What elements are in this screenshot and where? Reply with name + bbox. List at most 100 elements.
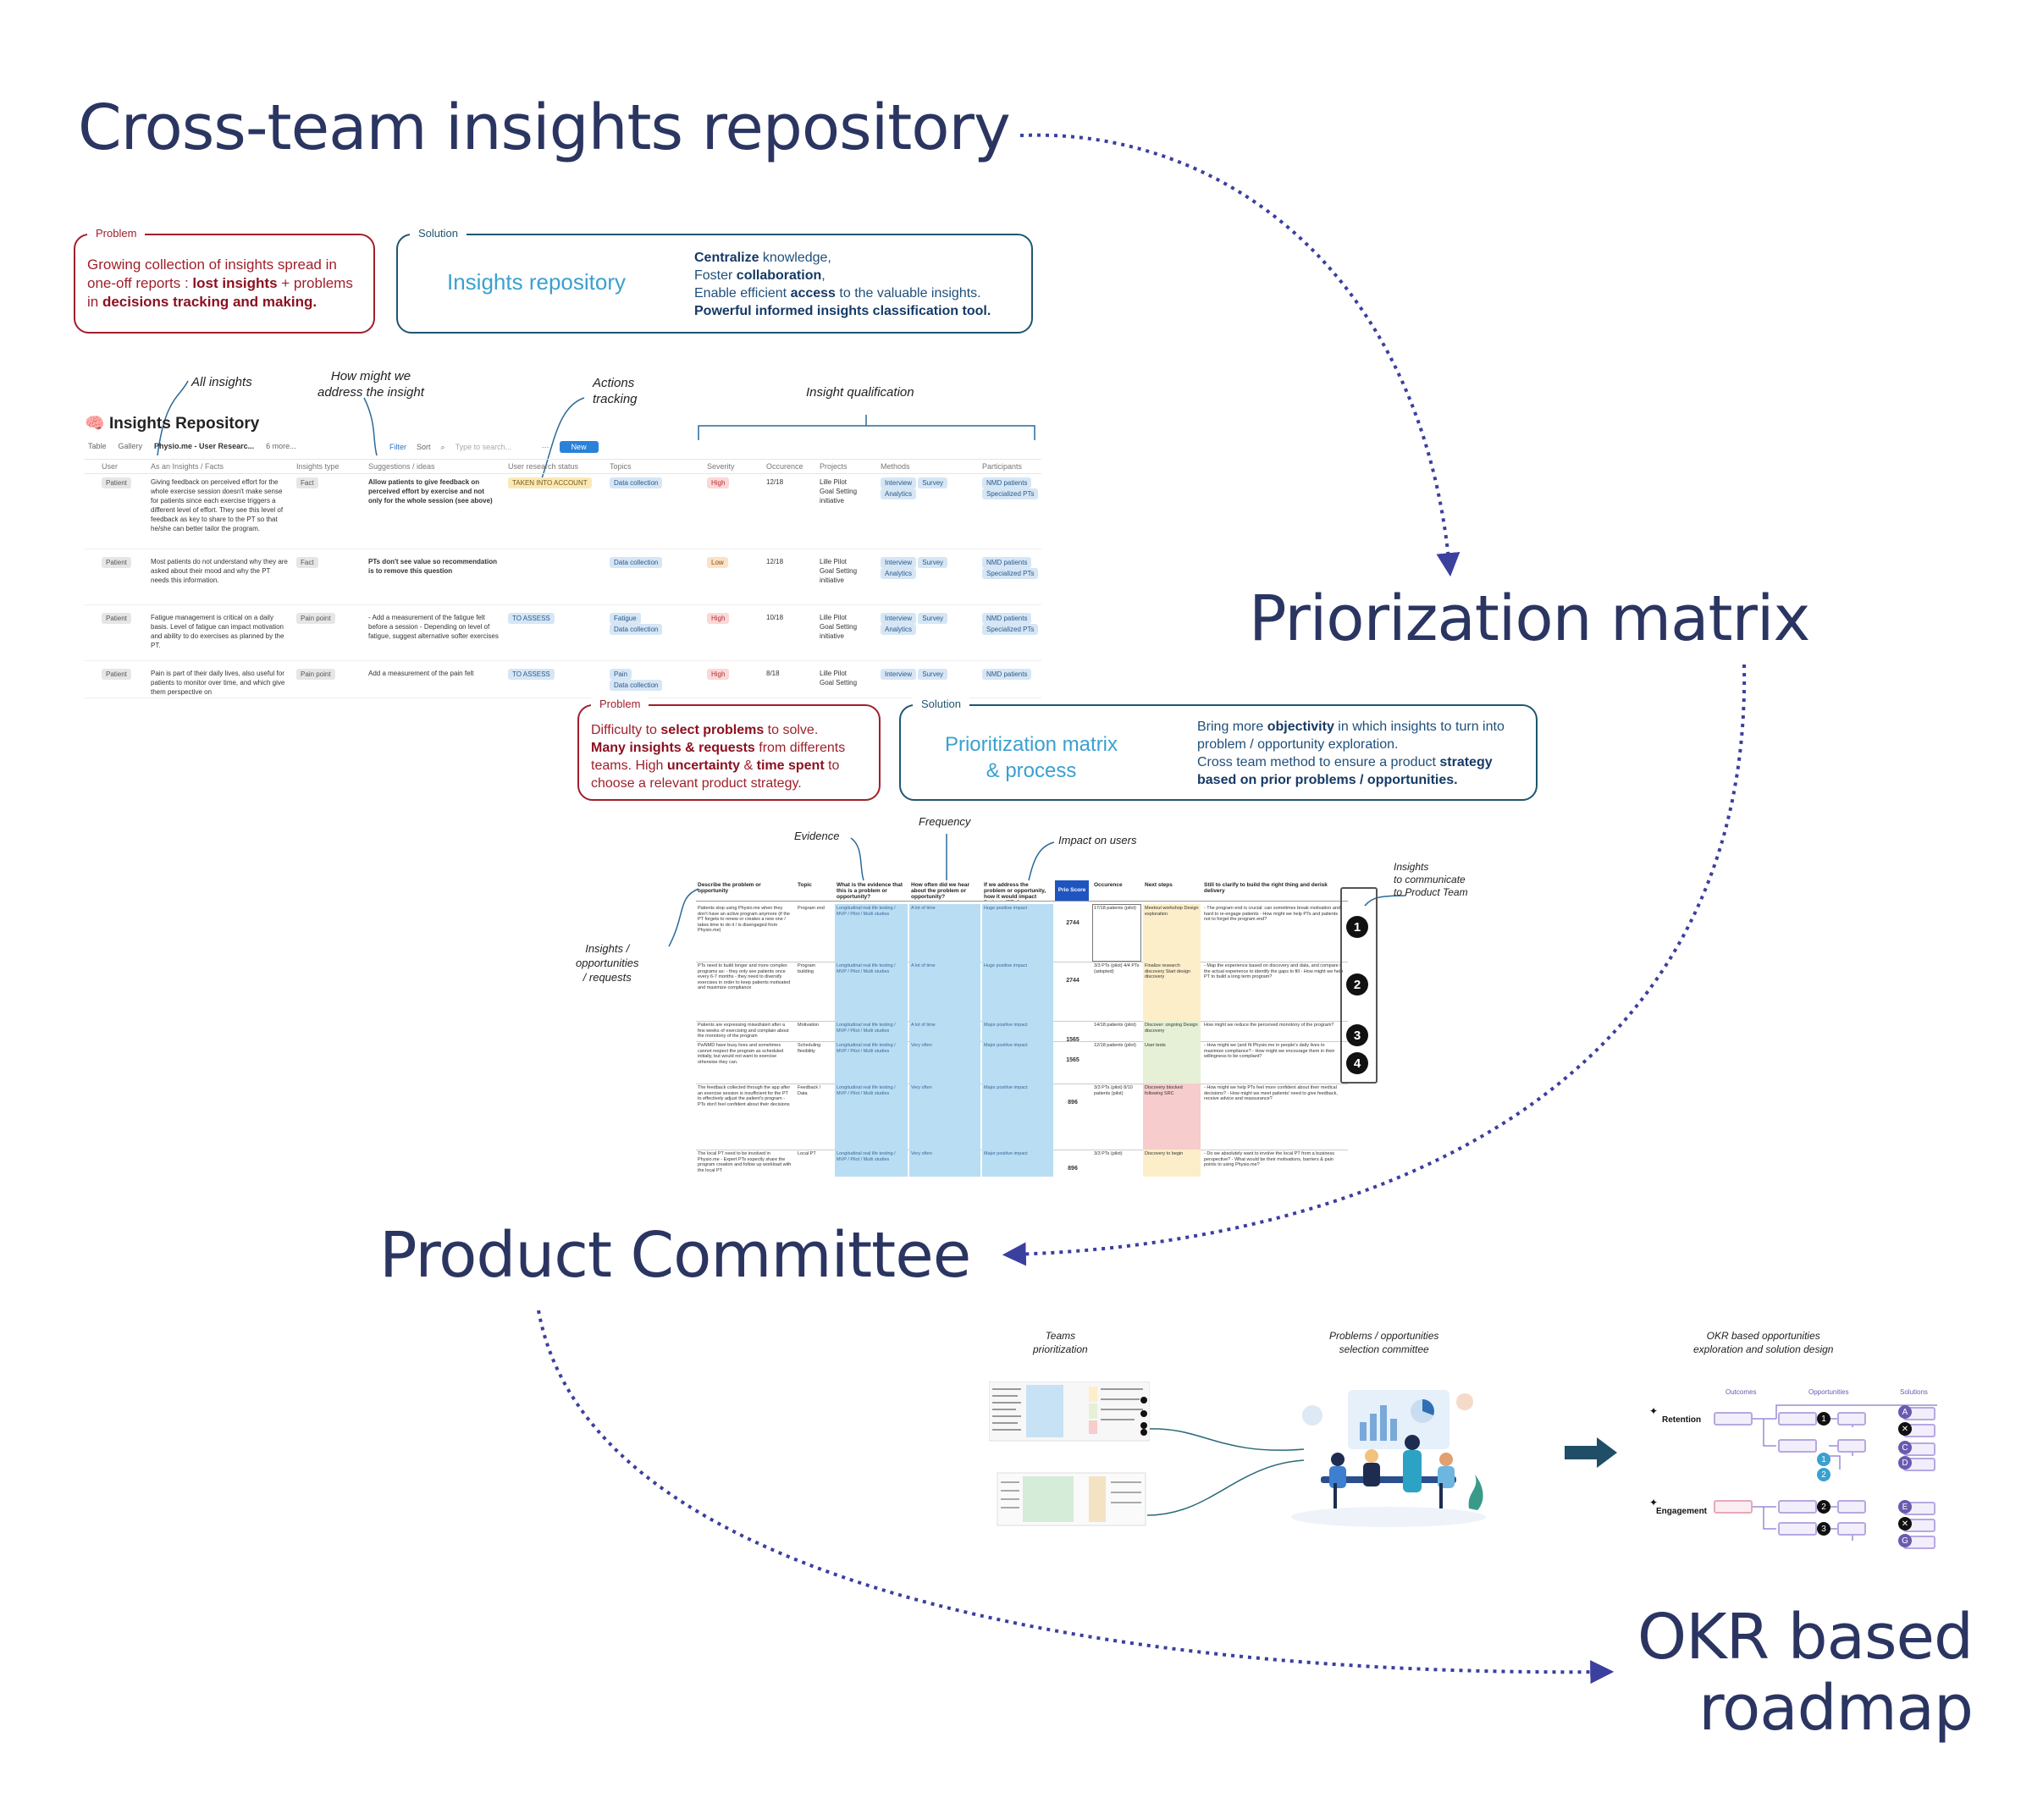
- problem-text-2: Difficulty to select problems to solve. …: [591, 723, 846, 791]
- more-button[interactable]: ···: [541, 443, 549, 451]
- sort-button[interactable]: Sort: [417, 443, 431, 451]
- matrix-cell: - How might we (and fit Physio.me in peo…: [1204, 1043, 1335, 1059]
- cell-type: Pain point: [296, 669, 360, 680]
- opp-box-4: [1778, 1522, 1817, 1536]
- solution-legend: Solution: [410, 227, 467, 240]
- tab-table[interactable]: Table: [88, 442, 107, 450]
- matrix-row[interactable]: Patients are expressing mixed/alert afte…: [696, 1021, 1348, 1042]
- matrix-cell: Discovery to begin: [1143, 1150, 1201, 1177]
- filter-button[interactable]: Filter: [389, 443, 406, 451]
- matrix-cell: A lot of time: [909, 962, 980, 1021]
- matrix-cell: Longitudinal real life testing / MVP / P…: [835, 962, 908, 1021]
- problem-box-2: Problem Difficulty to select problems to…: [577, 698, 881, 801]
- okr-opportunity-tree: Outcomes Opportunities Solutions ✦ Reten…: [1649, 1371, 1937, 1566]
- opp-sub-box-4: [1837, 1522, 1866, 1536]
- cell-insight: Fatigue management is critical on a dail…: [151, 614, 284, 649]
- new-button[interactable]: New: [559, 441, 599, 453]
- repo-title: 🧠 Insights Repository: [85, 415, 260, 433]
- matrix-row[interactable]: PwNMD have busy lives and sometimes cann…: [696, 1041, 1348, 1084]
- matrix-header-cell: Still to clarify to build the right thin…: [1204, 882, 1328, 894]
- matrix-cell: 3/3 PTs (pilot) 8/10 patients (pilot): [1094, 1085, 1133, 1096]
- matrix-cell: 17/18 patients (pilot): [1094, 906, 1136, 911]
- solution-letter: C: [1898, 1441, 1912, 1454]
- tab-more[interactable]: 6 more...: [266, 442, 296, 450]
- matrix-cell: Huge positive impact: [982, 904, 1053, 962]
- opp-sub-box-3: [1837, 1500, 1866, 1514]
- matrix-header-cell: Occurence: [1094, 882, 1123, 888]
- matrix-header-cell: If we address the problem or opportunity…: [984, 882, 1046, 901]
- top-insights-frame: [1340, 887, 1378, 1084]
- badge-3: 3: [1346, 1024, 1368, 1046]
- repo-view-tabs: Table Gallery Physio.me - User Researc..…: [88, 442, 296, 450]
- annotation-impact: Impact on users: [1058, 834, 1137, 847]
- matrix-row[interactable]: The feedback collected through the app a…: [696, 1084, 1348, 1150]
- cell-occurence: 8/18: [766, 670, 780, 677]
- cell-status: TAKEN INTO ACCOUNT: [508, 477, 601, 488]
- matrix-cell: PwNMD have busy lives and sometimes cann…: [698, 1043, 784, 1065]
- cell-suggestion: Allow patients to give feedback on perce…: [368, 478, 493, 505]
- outcome-engagement: Engagement: [1656, 1507, 1708, 1516]
- annotation-all-insights: All insights: [191, 375, 252, 389]
- matrix-cell: Local PT: [798, 1151, 816, 1156]
- brain-icon: 🧠: [85, 415, 105, 433]
- matrix-cell: Very often: [909, 1084, 980, 1150]
- matrix-cell: Scheduling flexibility: [798, 1043, 821, 1054]
- cell-insight: Giving feedback on perceived effort for …: [151, 478, 284, 532]
- opp-number-1b: 1: [1817, 1453, 1830, 1466]
- solution-text-1: Centralize knowledge, Foster collaborati…: [694, 251, 991, 318]
- matrix-row[interactable]: Patients stop using Physio.me when they …: [696, 904, 1348, 962]
- committee-meeting-illustration: [1291, 1390, 1486, 1527]
- matrix-row[interactable]: The local PT need to be involved in Phys…: [696, 1150, 1348, 1177]
- table-row[interactable]: Patient Giving feedback on perceived effo…: [85, 472, 1041, 549]
- matrix-cell: Patients stop using Physio.me when they …: [698, 906, 790, 933]
- tab-physio[interactable]: Physio.me - User Researc...: [154, 442, 255, 450]
- cell-occurence: 12/18: [766, 558, 784, 565]
- matrix-cell: 1565: [1066, 1037, 1080, 1041]
- search-input[interactable]: Type to search...: [455, 443, 512, 451]
- matrix-cell: The local PT need to be involved in Phys…: [698, 1151, 792, 1173]
- cell-suggestion: PTs don't see value so recommendation is…: [368, 558, 498, 575]
- cell-user: Patient: [102, 477, 144, 488]
- cell-severity: High: [707, 477, 758, 488]
- matrix-cell: Patients are expressing mixed/alert afte…: [698, 1023, 789, 1039]
- matrix-cell: Longitudinal real life testing / MVP / P…: [835, 1084, 908, 1150]
- arrow-repo-to-matrix: [1019, 133, 1460, 577]
- matrix-cell: - Do we absolutely want to involve the l…: [1204, 1151, 1334, 1167]
- star-icon-retention: ✦: [1649, 1405, 1659, 1417]
- cell-participants: NMD patients: [982, 669, 1041, 680]
- cell-topics: Data collection: [610, 477, 698, 488]
- insights-repository-table: 🧠 Insights Repository Table Gallery Phys…: [85, 413, 1041, 701]
- tab-gallery[interactable]: Gallery: [118, 442, 143, 450]
- matrix-cell: Huge positive impact: [982, 962, 1053, 1021]
- matrix-row[interactable]: PTs need to build longer and more comple…: [696, 962, 1348, 1022]
- opp-box-3: [1778, 1500, 1817, 1514]
- opp-sub-box-2: [1837, 1439, 1866, 1453]
- cell-severity: High: [707, 669, 758, 680]
- cell-severity: Low: [707, 557, 758, 568]
- matrix-cell: Major positive impact: [982, 1084, 1053, 1150]
- badge-4: 4: [1346, 1052, 1368, 1074]
- matrix-cell: PTs need to build longer and more comple…: [698, 963, 791, 990]
- opp-box-2: [1778, 1439, 1817, 1453]
- opp-number-2b: 2: [1817, 1468, 1830, 1481]
- cell-insight: Pain is part of their daily lives, also …: [151, 670, 285, 696]
- cell-suggestion: - Add a measurement of the fatigue felt …: [368, 614, 499, 640]
- cell-status: TO ASSESS: [508, 613, 601, 624]
- cell-status: TO ASSESS: [508, 669, 601, 680]
- matrix-cell: 1565: [1066, 1057, 1080, 1063]
- problem-legend: Problem: [87, 227, 146, 240]
- matrix-header-cell: Next steps: [1145, 882, 1173, 888]
- matrix-cell: 2744: [1066, 920, 1080, 926]
- search-icon[interactable]: ⌕: [440, 442, 445, 451]
- okr-tree-lines: [1753, 1404, 1937, 1541]
